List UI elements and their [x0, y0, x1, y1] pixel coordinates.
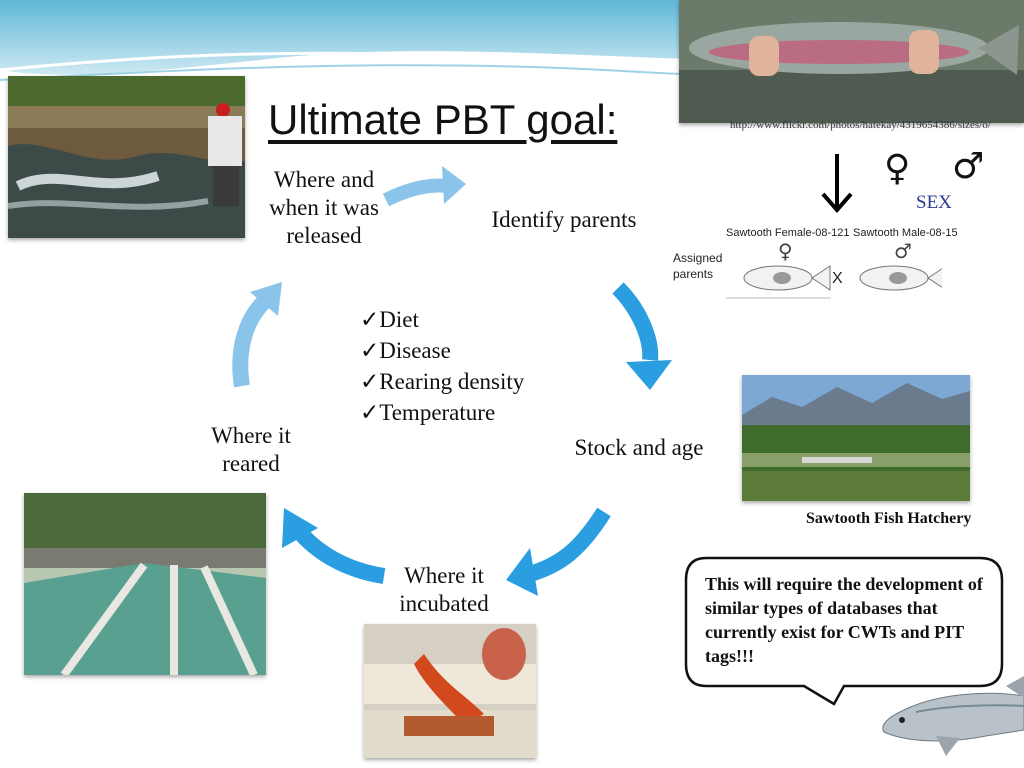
salmon-illustration [882, 676, 1024, 756]
cycle-step-stock-age: Stock and age [574, 435, 704, 460]
factor-diet: ✓Diet [360, 307, 419, 332]
speech-bubble [684, 556, 1004, 706]
arrow-parents-to-stock-head [626, 360, 672, 390]
female-parent-id: Sawtooth Female-08-121 [726, 227, 850, 239]
male-symbol-icon: ♂ [952, 146, 985, 187]
arrow-incubated-to-reared-head [282, 508, 318, 548]
cycle-step-incubated: Where it incubated [399, 563, 489, 616]
steelhead-photo [679, 0, 1024, 123]
arrow-stock-to-incubated [527, 507, 611, 582]
svg-text:♂: ♂ [894, 239, 912, 263]
factor-rearing-density: ✓Rearing density [360, 369, 525, 394]
svg-text:♀: ♀ [778, 239, 793, 263]
sawtooth-hatchery-photo [742, 375, 970, 501]
assigned-label-line1: Assigned [673, 251, 723, 265]
cross-symbol: X [832, 270, 843, 287]
factor-temperature: ✓Temperature [360, 400, 496, 425]
cycle-step-released: Where and when it was released [269, 167, 379, 248]
slide-title: Ultimate PBT goal: [268, 96, 618, 143]
parent-fish-diagram: ♀ ♂ [726, 239, 942, 299]
arrow-parents-to-stock [612, 282, 659, 361]
female-symbol-icon: ♀ [884, 148, 911, 189]
assigned-label-line2: parents [673, 267, 714, 281]
factor-disease: ✓Disease [360, 338, 451, 363]
raceways-photo [24, 493, 266, 675]
bubble-message: This will require the development of sim… [705, 574, 983, 666]
cycle-step-reared: Where it reared [211, 423, 291, 476]
sex-label: SEX [916, 192, 952, 213]
river-release-photo [8, 76, 245, 238]
arrow-release-to-parents [382, 178, 449, 207]
cycle-step-identify-parents: Identify parents [491, 207, 637, 232]
rearing-factors-list: ✓Diet ✓Disease ✓Rearing density ✓Tempera… [360, 304, 524, 428]
arrow-stock-to-incubated-head [506, 548, 538, 596]
down-arrow-icon [821, 154, 853, 214]
male-parent-id: Sawtooth Male-08-15 [853, 227, 958, 239]
arrow-reared-to-release [232, 294, 272, 388]
incubation-trays-photo [364, 624, 536, 758]
arrow-release-to-parents-head [442, 166, 466, 204]
hatchery-caption: Sawtooth Fish Hatchery [806, 510, 972, 527]
arrow-reared-to-release-head [250, 282, 282, 316]
arrow-incubated-to-reared [291, 524, 386, 584]
photo-source-url: http://www.flickr.com/photos/hatekay/431… [730, 119, 991, 131]
